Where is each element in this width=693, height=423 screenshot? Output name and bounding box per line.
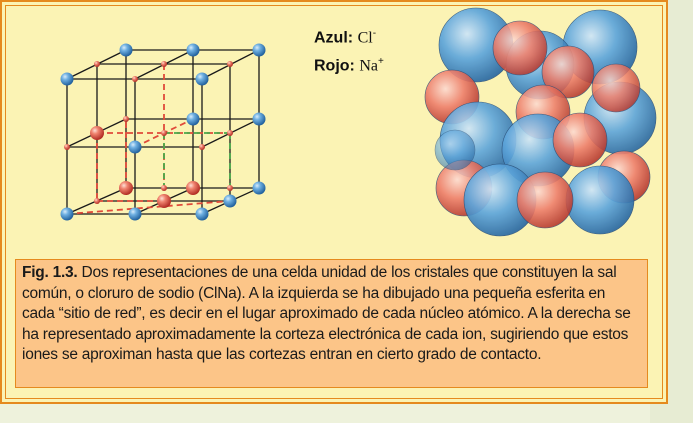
legend-blue-label: Azul: [314,29,354,47]
legend-blue-sup: - [372,28,377,39]
space-filling-model [424,7,657,237]
lattice-dashed-red [66,64,231,215]
legend-chloride: Azul: Cl- [314,22,384,50]
legend-red-label: Rojo: [314,57,355,75]
caption-label: Fig. 1.3. [22,264,78,281]
caption-text: Dos representaciones de una celda unidad… [22,264,631,363]
legend-sodium: Rojo: Na+ [314,50,384,78]
lattice-model [60,43,266,221]
legend-blue-value: Cl [357,29,373,47]
figure-caption: Fig. 1.3. Dos representaciones de una ce… [15,259,648,388]
ion-legend: Azul: Cl- Rojo: Na+ [314,22,384,79]
legend-red-value: Na [359,57,378,75]
sodium-ions [64,61,233,208]
legend-red-sup: + [377,56,384,68]
lattice-dashed-green [163,132,231,188]
figure-panel-inner-border [5,5,663,399]
